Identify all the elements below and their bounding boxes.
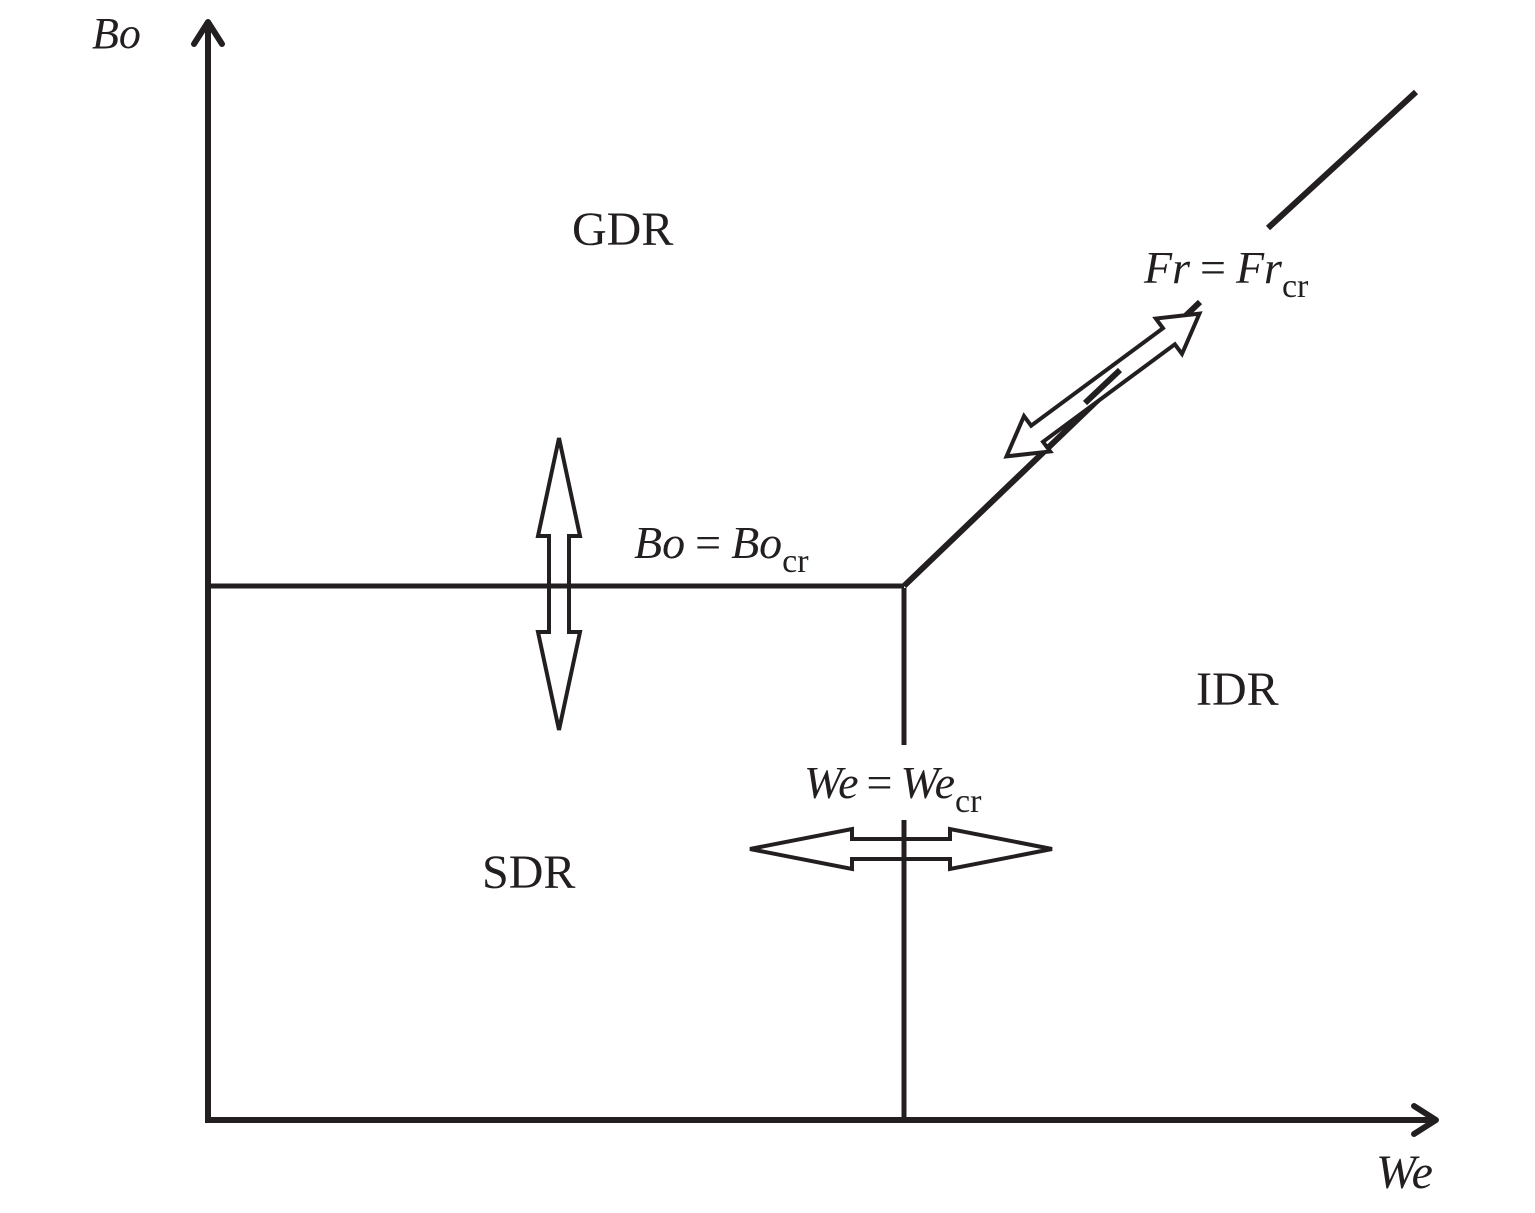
we-critical-label: We=Wecr [804, 757, 982, 820]
fr-critical-boundary-line-upper [1265, 89, 1419, 231]
horizontal-double-arrow-icon [749, 826, 1053, 872]
y-axis [191, 19, 225, 1120]
region-label-idr: IDR [1196, 663, 1279, 716]
bo-critical-label: Bo=Bocr [634, 517, 809, 580]
region-label-sdr: SDR [482, 846, 575, 899]
x-axis [205, 1103, 1439, 1137]
region-label-gdr: GDR [572, 203, 673, 256]
x-axis-label: We [1376, 1146, 1433, 1199]
y-axis-label: Bo [92, 9, 141, 58]
vertical-double-arrow-icon [535, 437, 583, 731]
fr-critical-label: Fr=Frcr [1143, 242, 1309, 305]
x-axis-arrowhead-icon [1411, 1103, 1439, 1137]
y-axis-arrowhead-icon [191, 19, 225, 47]
